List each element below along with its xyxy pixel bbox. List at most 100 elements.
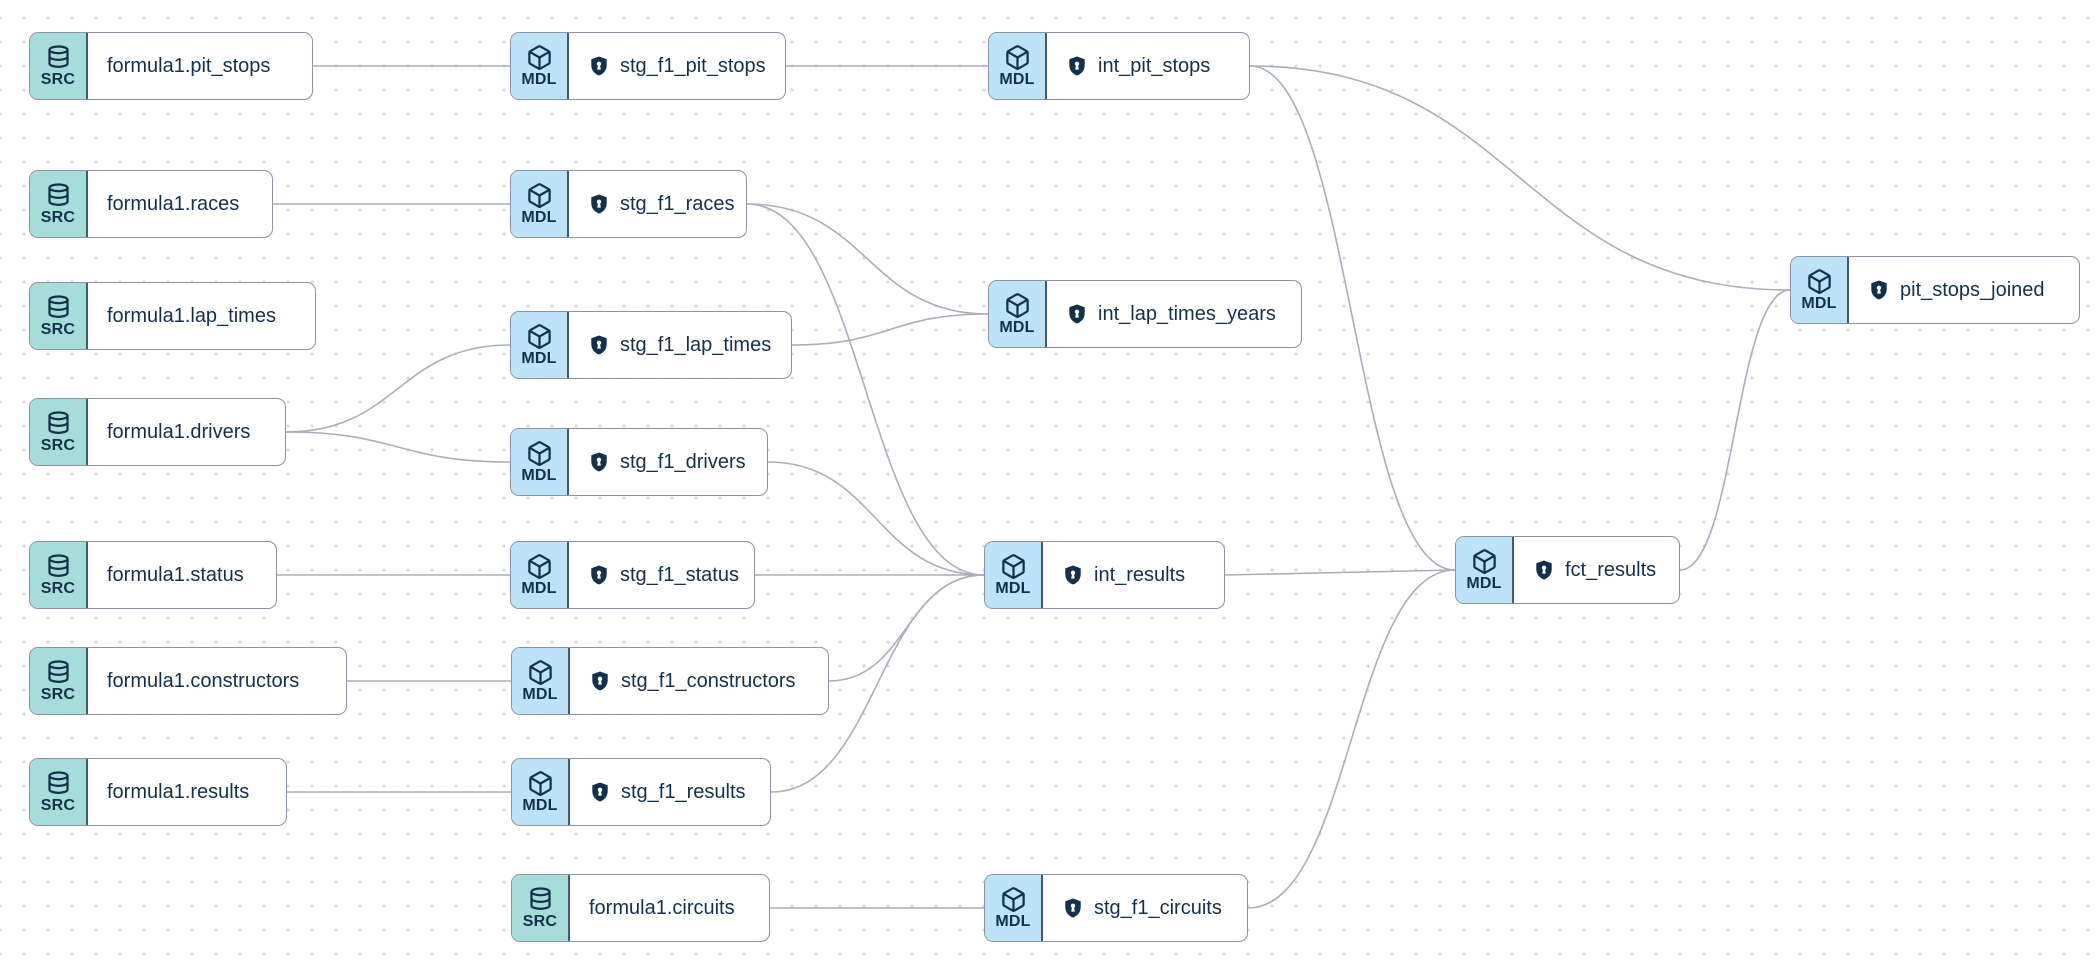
- node-stg-f1-status[interactable]: MDL stg_f1_status: [510, 541, 755, 609]
- node-body: formula1.pit_stops: [88, 33, 288, 99]
- model-badge: MDL: [511, 542, 569, 608]
- node-stg-f1-results[interactable]: MDL stg_f1_results: [511, 758, 771, 826]
- shield-lock-icon: [588, 564, 610, 586]
- edge-src_drivers-to-stg_drivers: [285, 431, 511, 463]
- node-stg-f1-drivers[interactable]: MDL stg_f1_drivers: [510, 428, 768, 496]
- node-title: fct_results: [1565, 558, 1657, 581]
- node-body: formula1.lap_times: [88, 283, 294, 349]
- model-badge: MDL: [985, 875, 1043, 941]
- badge-label: MDL: [999, 71, 1035, 88]
- shield-lock-icon: [1868, 279, 1890, 301]
- edge-int_pit_stops-to-pit_stops_joined: [1249, 65, 1791, 291]
- node-body: formula1.results: [88, 759, 267, 825]
- node-formula1-lap-times[interactable]: SRC formula1.lap_times: [29, 282, 316, 350]
- node-body: formula1.constructors: [88, 648, 317, 714]
- badge-label: MDL: [521, 71, 557, 88]
- node-body: stg_f1_pit_stops: [569, 33, 784, 99]
- node-body: int_results: [1043, 542, 1203, 608]
- node-title: formula1.drivers: [107, 420, 251, 443]
- badge-label: MDL: [521, 350, 557, 367]
- node-body: stg_f1_races: [569, 171, 746, 237]
- badge-label: MDL: [1466, 575, 1502, 592]
- edge-fct_results-to-pit_stops_joined: [1679, 289, 1791, 571]
- edge-stg_races-to-int_lap_times_years: [746, 203, 989, 315]
- model-badge: MDL: [989, 33, 1047, 99]
- badge-label: SRC: [40, 686, 76, 703]
- node-stg-f1-pit-stops[interactable]: MDL stg_f1_pit_stops: [510, 32, 786, 100]
- badge-label: SRC: [522, 913, 558, 930]
- shield-lock-icon: [1533, 559, 1555, 581]
- node-title: stg_f1_constructors: [621, 669, 796, 692]
- node-pit-stops-joined[interactable]: MDL pit_stops_joined: [1790, 256, 2080, 324]
- edge-stg_races-to-int_results: [746, 203, 985, 576]
- cube-icon: [527, 659, 554, 686]
- database-icon: [45, 553, 72, 580]
- node-formula1-races[interactable]: SRC formula1.races: [29, 170, 273, 238]
- cube-icon: [526, 182, 553, 209]
- badge-label: MDL: [995, 580, 1031, 597]
- badge-label: SRC: [40, 321, 76, 338]
- model-badge: MDL: [1456, 537, 1514, 603]
- node-body: stg_f1_constructors: [570, 648, 814, 714]
- badge-label: MDL: [999, 319, 1035, 336]
- node-body: stg_f1_lap_times: [569, 312, 789, 378]
- node-stg-f1-circuits[interactable]: MDL stg_f1_circuits: [984, 874, 1248, 942]
- node-int-results[interactable]: MDL int_results: [984, 541, 1225, 609]
- node-title: stg_f1_results: [621, 780, 746, 803]
- badge-label: SRC: [40, 209, 76, 226]
- database-icon: [45, 44, 72, 71]
- database-icon: [527, 886, 554, 913]
- badge-label: MDL: [522, 686, 558, 703]
- model-badge: MDL: [511, 33, 569, 99]
- model-badge: MDL: [511, 312, 569, 378]
- source-badge: SRC: [30, 33, 88, 99]
- node-int-lap-times-years[interactable]: MDL int_lap_times_years: [988, 280, 1302, 348]
- database-icon: [45, 294, 72, 321]
- database-icon: [45, 182, 72, 209]
- cube-icon: [1806, 268, 1833, 295]
- node-body: pit_stops_joined: [1849, 257, 2063, 323]
- node-stg-f1-lap-times[interactable]: MDL stg_f1_lap_times: [510, 311, 792, 379]
- badge-label: MDL: [522, 797, 558, 814]
- edge-int_results-to-fct_results: [1224, 569, 1456, 576]
- model-badge: MDL: [989, 281, 1047, 347]
- cube-icon: [526, 44, 553, 71]
- node-formula1-pit-stops[interactable]: SRC formula1.pit_stops: [29, 32, 313, 100]
- badge-label: SRC: [40, 797, 76, 814]
- shield-lock-icon: [1062, 564, 1084, 586]
- node-body: int_lap_times_years: [1047, 281, 1294, 347]
- node-formula1-drivers[interactable]: SRC formula1.drivers: [29, 398, 286, 466]
- source-badge: SRC: [30, 171, 88, 237]
- edge-src_drivers-to-stg_lap_times: [285, 344, 511, 433]
- model-badge: MDL: [511, 171, 569, 237]
- node-formula1-constructors[interactable]: SRC formula1.constructors: [29, 647, 347, 715]
- shield-lock-icon: [1066, 55, 1088, 77]
- node-title: stg_f1_races: [620, 192, 735, 215]
- node-fct-results[interactable]: MDL fct_results: [1455, 536, 1680, 604]
- node-stg-f1-races[interactable]: MDL stg_f1_races: [510, 170, 747, 238]
- source-badge: SRC: [30, 759, 88, 825]
- node-title: formula1.results: [107, 780, 250, 803]
- node-title: int_results: [1094, 563, 1186, 586]
- badge-label: MDL: [995, 913, 1031, 930]
- shield-lock-icon: [588, 334, 610, 356]
- shield-lock-icon: [1062, 897, 1084, 919]
- node-stg-f1-constructors[interactable]: MDL stg_f1_constructors: [511, 647, 829, 715]
- node-body: fct_results: [1514, 537, 1674, 603]
- badge-label: SRC: [40, 71, 76, 88]
- node-title: formula1.pit_stops: [107, 54, 271, 77]
- node-int-pit-stops[interactable]: MDL int_pit_stops: [988, 32, 1250, 100]
- node-body: formula1.races: [88, 171, 257, 237]
- source-badge: SRC: [30, 399, 88, 465]
- node-body: stg_f1_drivers: [569, 429, 764, 495]
- cube-icon: [1004, 44, 1031, 71]
- database-icon: [45, 770, 72, 797]
- node-title: formula1.lap_times: [107, 304, 276, 327]
- node-formula1-results[interactable]: SRC formula1.results: [29, 758, 287, 826]
- shield-lock-icon: [588, 451, 610, 473]
- node-title: formula1.status: [107, 563, 244, 586]
- badge-label: MDL: [521, 209, 557, 226]
